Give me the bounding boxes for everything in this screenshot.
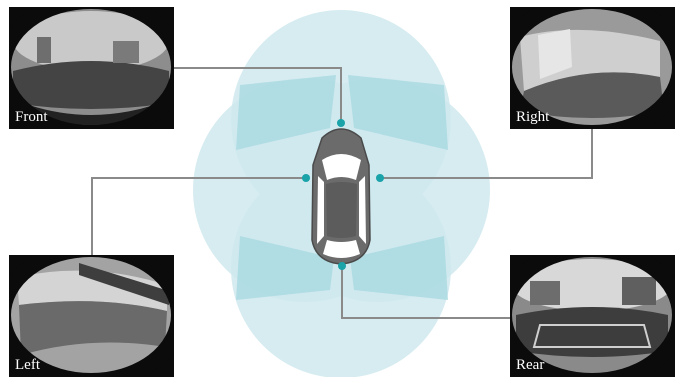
front-camera-label: Front (15, 110, 48, 125)
car-roof (326, 182, 357, 238)
right-camera-panel: Right (510, 7, 675, 129)
car-right-window (359, 176, 366, 244)
right-camera-label: Right (516, 110, 549, 125)
rear-camera-label: Rear (516, 358, 544, 373)
left-camera-dot (302, 174, 310, 182)
front-camera-dot (337, 119, 345, 127)
right-camera-dot (376, 174, 384, 182)
rear-camera-panel: Rear (510, 255, 675, 377)
car-left-window (317, 176, 324, 244)
car-windshield (322, 154, 361, 180)
rear-camera-dot (338, 262, 346, 270)
left-camera-label: Left (15, 358, 40, 373)
car-top-view (312, 129, 370, 264)
front-camera-panel: Front (9, 7, 174, 129)
car-rear-window (323, 240, 360, 258)
left-camera-panel: Left (9, 255, 174, 377)
